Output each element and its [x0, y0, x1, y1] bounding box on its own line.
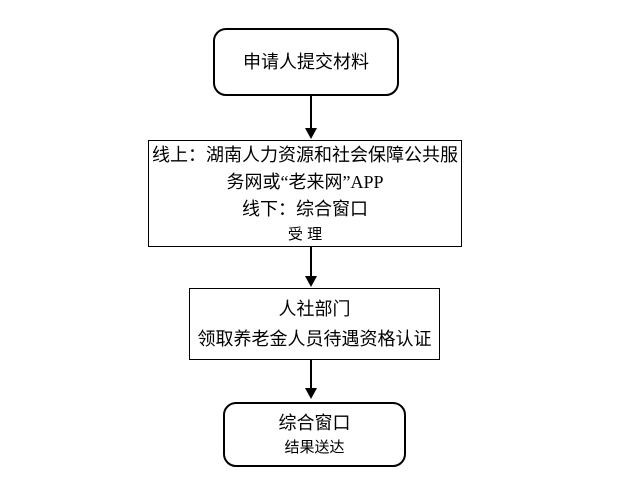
delivery-window-label: 综合窗口 — [278, 413, 351, 433]
hr-department-label: 人社部门 — [278, 299, 351, 319]
node-hr-department-certification: 人社部门 领取养老金人员待遇资格认证 — [189, 288, 440, 360]
arrow-shaft — [310, 247, 312, 276]
acceptance-step-label: 受 理 — [287, 225, 323, 243]
node-applicant-submit: 申请人提交材料 — [213, 28, 399, 96]
flow-arrow-2 — [305, 247, 317, 287]
flow-arrow-3 — [305, 360, 317, 399]
node-acceptance-channels: 线上：湖南人力资源和社会保障公共服 务网或“老来网”APP 线下：综合窗口 受 … — [148, 140, 462, 247]
acceptance-offline-line: 线下：综合窗口 — [242, 198, 368, 219]
arrow-shaft — [310, 95, 312, 128]
delivery-step-label: 结果送达 — [284, 439, 345, 456]
arrow-down-icon — [305, 276, 317, 287]
arrow-down-icon — [305, 128, 317, 139]
flow-arrow-1 — [305, 95, 317, 139]
acceptance-online-line-cont: 务网或“老来网”APP — [226, 171, 384, 192]
arrow-shaft — [310, 360, 312, 388]
node-result-delivery: 综合窗口 结果送达 — [223, 402, 406, 467]
node-applicant-submit-label: 申请人提交材料 — [243, 52, 369, 72]
certification-task-label: 领取养老金人员待遇资格认证 — [197, 329, 432, 349]
arrow-down-icon — [305, 388, 317, 399]
acceptance-online-line: 线上：湖南人力资源和社会保障公共服 — [152, 144, 458, 165]
